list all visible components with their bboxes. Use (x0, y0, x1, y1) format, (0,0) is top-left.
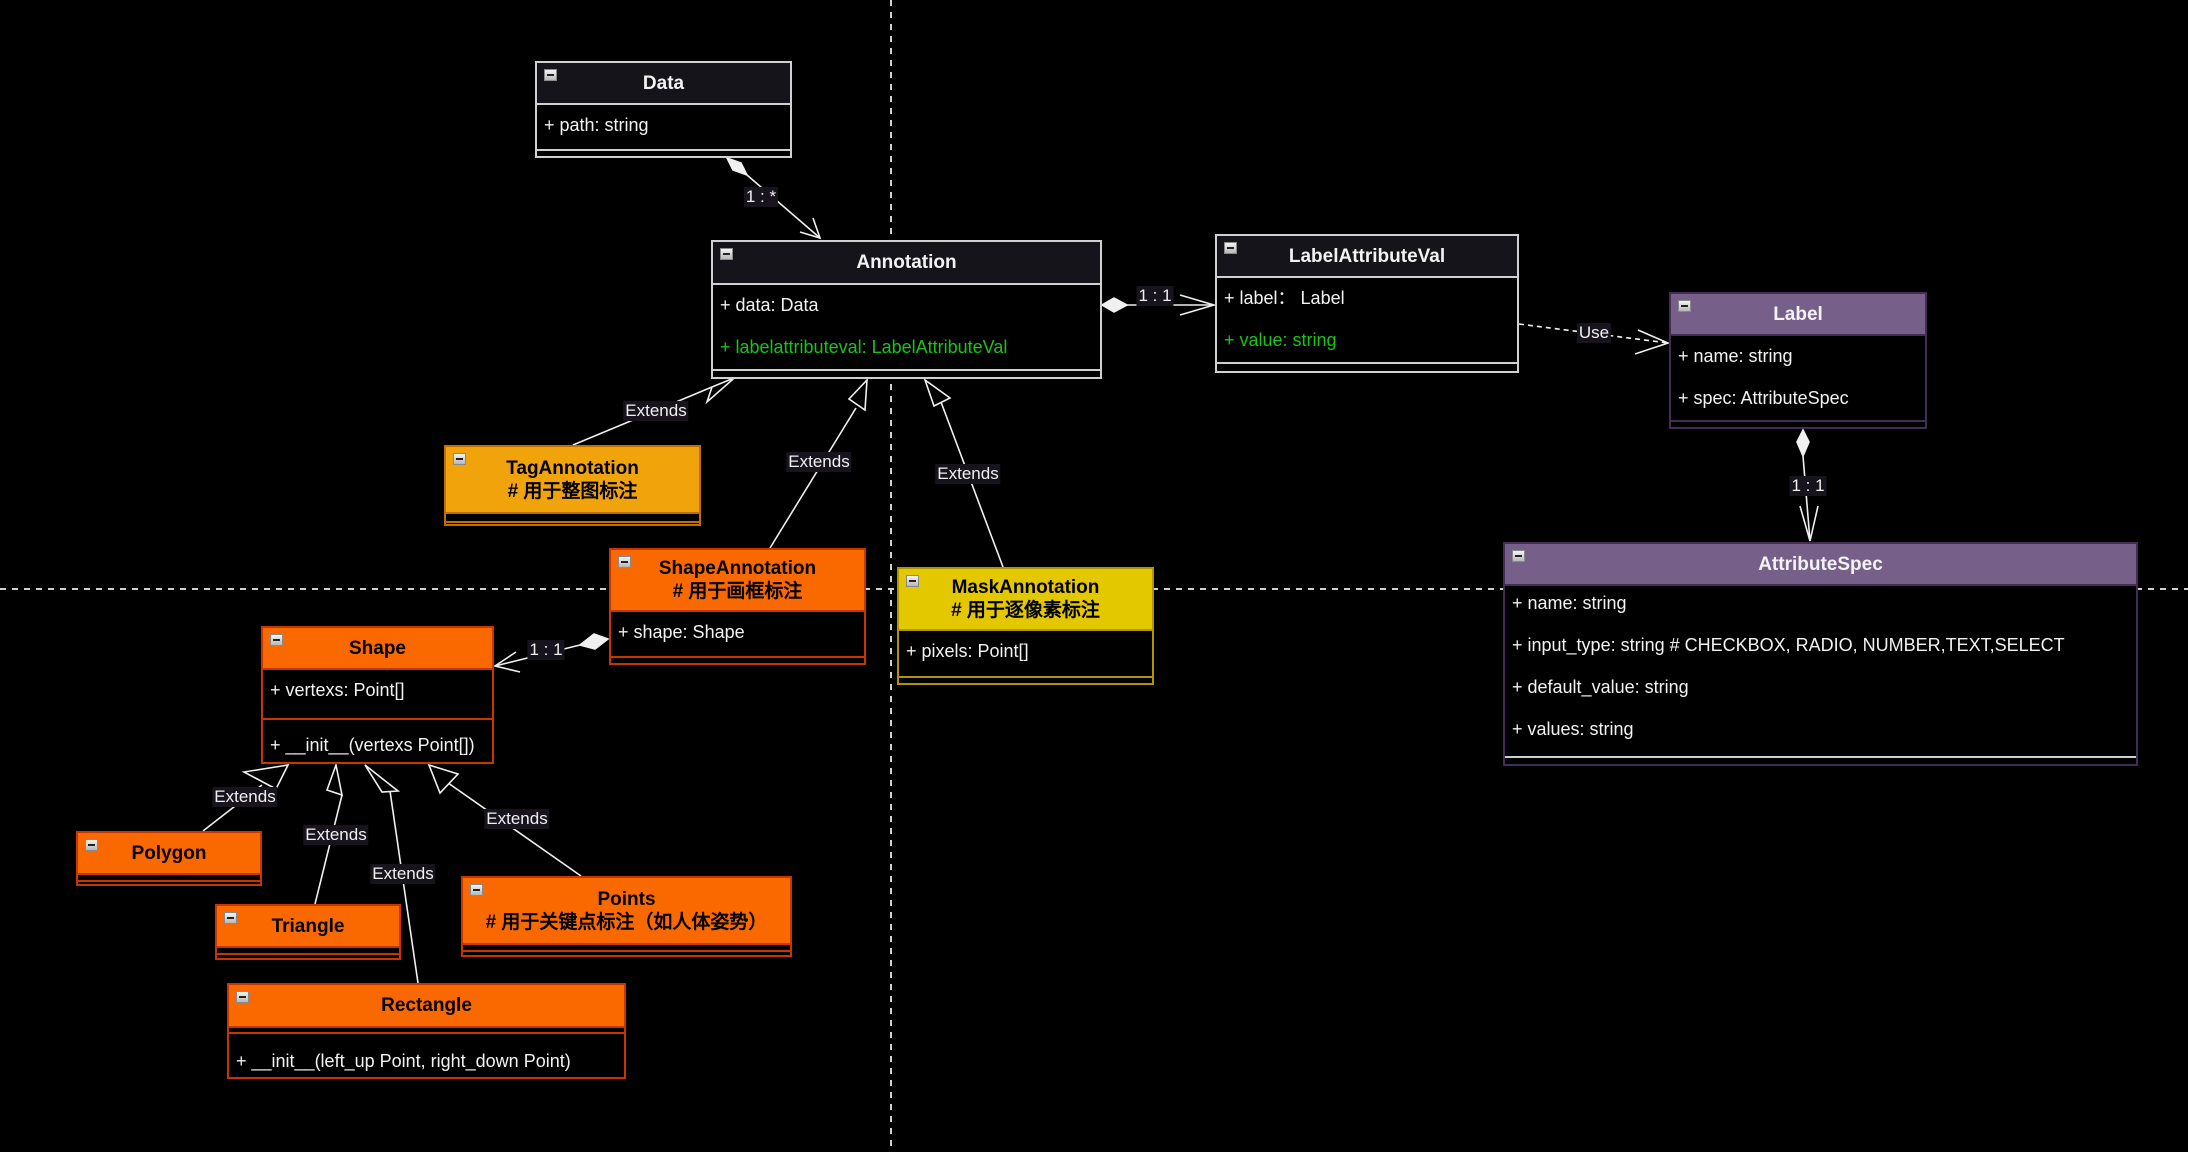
class-shapeannotation[interactable]: ShapeAnnotation # 用于画框标注 + shape: Shape (609, 548, 866, 665)
dependency-label-use: Use (1576, 323, 1612, 343)
attribute: + label： Label (1224, 288, 1345, 308)
collapse-toggle-icon[interactable] (453, 453, 466, 465)
collapse-toggle-icon[interactable] (618, 556, 631, 568)
attribute: + shape: Shape (618, 622, 745, 642)
generalization-arrowhead (847, 377, 868, 412)
open-arrowhead (799, 217, 822, 240)
multiplicity-shapeannotation-shape: 1 : 1 (527, 640, 565, 660)
class-name: Label (1773, 303, 1823, 325)
generalization-arrowhead (923, 377, 952, 408)
extends-label-tagannotation: Extends (623, 401, 689, 421)
class-polygon[interactable]: Polygon (76, 831, 262, 886)
open-arrowhead (1799, 505, 1819, 542)
class-note: # 用于整图标注 (507, 480, 638, 502)
class-points[interactable]: Points # 用于关键点标注（如人体姿势） (461, 876, 792, 957)
class-rectangle[interactable]: Rectangle + __init__(left_up Point, righ… (227, 983, 626, 1079)
class-note: # 用于画框标注 (672, 581, 803, 602)
class-shape[interactable]: Shape + vertexs: Point[] + __init__(vert… (261, 626, 494, 764)
class-note: # 用于逐像素标注 (951, 600, 1100, 621)
collapse-toggle-icon[interactable] (236, 991, 249, 1003)
class-tagannotation[interactable]: TagAnnotation # 用于整图标注 (444, 445, 701, 526)
multiplicity-label-attributespec: 1 : 1 (1789, 476, 1827, 496)
class-name: AttributeSpec (1758, 553, 1883, 575)
class-name: Points (597, 888, 656, 910)
class-note: # 用于关键点标注（如人体姿势） (485, 911, 768, 933)
class-attributespec[interactable]: AttributeSpec + name: string + input_typ… (1503, 542, 2138, 766)
extends-label-polygon: Extends (212, 787, 278, 807)
class-name: Data (642, 72, 685, 94)
attribute: + path: string (544, 115, 649, 135)
extends-label-maskannotation: Extends (935, 464, 1001, 484)
class-name: Shape (348, 637, 407, 659)
class-name: MaskAnnotation (951, 577, 1100, 598)
extends-label-triangle: Extends (303, 825, 369, 845)
class-name: Polygon (131, 842, 207, 864)
class-triangle[interactable]: Triangle (215, 904, 401, 960)
open-arrowhead (1634, 329, 1671, 355)
open-arrowhead (1179, 294, 1217, 316)
multiplicity-annotation-labelattributeval: 1 : 1 (1136, 286, 1174, 306)
composition-diamond (578, 633, 610, 650)
attribute-highlighted: + labelattributeval: LabelAttributeVal (720, 337, 1008, 357)
class-name: Triangle (271, 915, 345, 937)
extends-label-shapeannotation: Extends (786, 452, 852, 472)
class-name: TagAnnotation (506, 457, 639, 479)
extends-label-rectangle: Extends (370, 864, 436, 884)
attribute: + pixels: Point[] (906, 641, 1029, 661)
attribute: + name: string (1512, 593, 1627, 613)
attribute: + name: string (1678, 346, 1793, 366)
method: + __init__(left_up Point, right_down Poi… (236, 1051, 571, 1071)
attribute: + vertexs: Point[] (270, 680, 405, 700)
class-name: ShapeAnnotation (658, 558, 817, 579)
generalization-arrowhead (705, 377, 735, 405)
class-label[interactable]: Label + name: string + spec: AttributeSp… (1669, 292, 1927, 429)
collapse-toggle-icon[interactable] (270, 634, 283, 646)
method: + __init__(vertexs Point[]) (270, 735, 475, 755)
class-name: LabelAttributeVal (1288, 245, 1446, 267)
class-data[interactable]: Data + path: string (535, 61, 792, 158)
composition-diamond (1100, 297, 1129, 313)
collapse-toggle-icon[interactable] (1224, 242, 1237, 254)
collapse-toggle-icon[interactable] (470, 884, 483, 896)
collapse-toggle-icon[interactable] (906, 575, 919, 587)
class-maskannotation[interactable]: MaskAnnotation # 用于逐像素标注 + pixels: Point… (897, 567, 1154, 685)
collapse-toggle-icon[interactable] (1678, 300, 1691, 312)
collapse-toggle-icon[interactable] (85, 839, 98, 851)
attribute: + spec: AttributeSpec (1678, 388, 1849, 408)
multiplicity-data-annotation: 1 : * (743, 187, 779, 207)
class-labelattributeval[interactable]: LabelAttributeVal + label： Label + value… (1215, 234, 1519, 373)
attribute: + default_value: string (1512, 677, 1689, 697)
composition-diamond (1796, 428, 1810, 459)
attribute: + values: string (1512, 719, 1634, 739)
composition-diamond (725, 156, 749, 177)
collapse-toggle-icon[interactable] (1512, 550, 1525, 562)
attribute: + data: Data (720, 295, 819, 315)
open-arrowhead (493, 651, 521, 673)
class-name: Annotation (856, 252, 957, 273)
collapse-toggle-icon[interactable] (224, 912, 237, 924)
class-annotation[interactable]: Annotation + data: Data + labelattribute… (711, 240, 1102, 379)
collapse-toggle-icon[interactable] (544, 69, 557, 81)
attribute: + input_type: string # CHECKBOX, RADIO, … (1512, 635, 2065, 655)
attribute-highlighted: + value: string (1224, 330, 1337, 350)
collapse-toggle-icon[interactable] (720, 248, 733, 260)
class-name: Rectangle (381, 995, 472, 1016)
extends-label-points: Extends (484, 809, 550, 829)
